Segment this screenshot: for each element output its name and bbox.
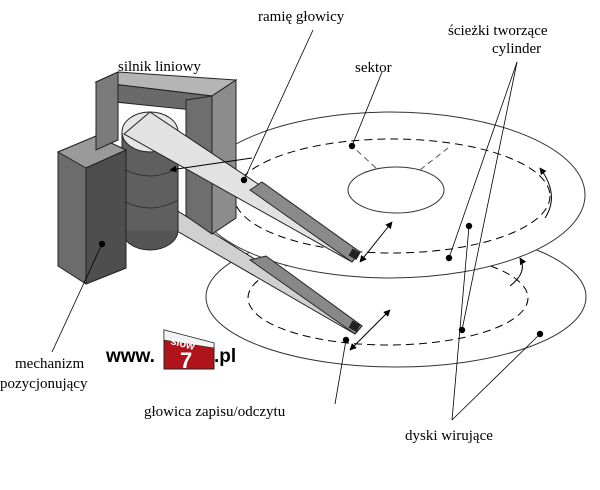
watermark-suffix: .pl (214, 346, 236, 367)
label-tracks-line1: ścieżki tworzące (448, 23, 548, 39)
leader-dots (98, 142, 544, 344)
watermark-prefix: www. (105, 346, 155, 367)
upper-head-slider (348, 248, 361, 260)
watermark-badge-top: slow (169, 335, 196, 353)
label-positioning-line1: mechanizm (15, 356, 84, 372)
head-move-arrow-lower (349, 309, 391, 351)
sector-boundary (351, 145, 377, 169)
watermark-badge-number: 7 (180, 348, 192, 373)
upper-disk (194, 111, 586, 287)
rotation-arrow (509, 257, 527, 287)
leader-lines (51, 29, 541, 421)
head-move-arrow-upper (359, 221, 393, 263)
label-linear-motor: silnik liniowy (118, 59, 201, 75)
label-tracks-line2: cylinder (492, 41, 541, 57)
label-head-arm: ramię głowicy (258, 9, 345, 25)
watermark-logo: www. slow 7 .pl (105, 329, 236, 373)
label-sector: sektor (355, 60, 392, 76)
rotation-arrow (539, 167, 552, 219)
spindle-hub (347, 166, 445, 214)
label-positioning-line2: pozycjonujący (0, 376, 88, 392)
actuator-arrow (169, 157, 253, 173)
sector-boundary (419, 147, 449, 171)
label-spinning-disks: dyski wirujące (405, 428, 493, 444)
label-rw-head: głowica zapisu/odczytu (144, 404, 286, 420)
